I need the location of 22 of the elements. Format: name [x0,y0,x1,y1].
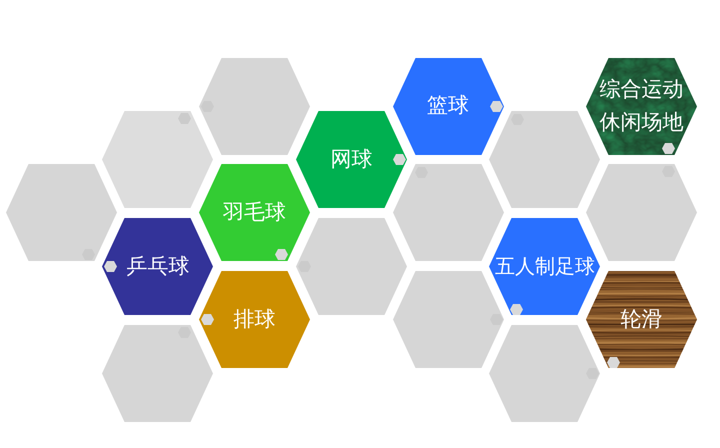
hexagon-tile [392,58,504,154]
tile-label: 网球 [330,146,372,172]
hexagon-tile [296,110,407,208]
tile-label: 排球 [234,307,276,332]
tile-label: 五人制足球 [494,254,595,278]
hexagon-tile [199,164,310,262]
tile-label: 综合运动休闲场地 [598,76,684,136]
hexagon-tile [102,110,214,208]
hexagon-tile [199,271,310,368]
tile-label: 乒乓球 [126,254,190,279]
tile-label: 轮滑 [620,307,662,332]
tile-label: 篮球 [427,93,469,119]
hexagon-tile [199,58,310,154]
hexagon-tile [489,218,600,315]
hexagon-tile [489,110,600,208]
hexagon-tile [102,324,214,422]
hexagon-tile [489,324,600,422]
hexagon-tile [296,218,407,315]
hexagon-tile [6,164,116,262]
tile-label: 羽毛球 [223,200,286,226]
hexagon-tile [586,58,697,154]
hexagon-tile [102,218,214,315]
